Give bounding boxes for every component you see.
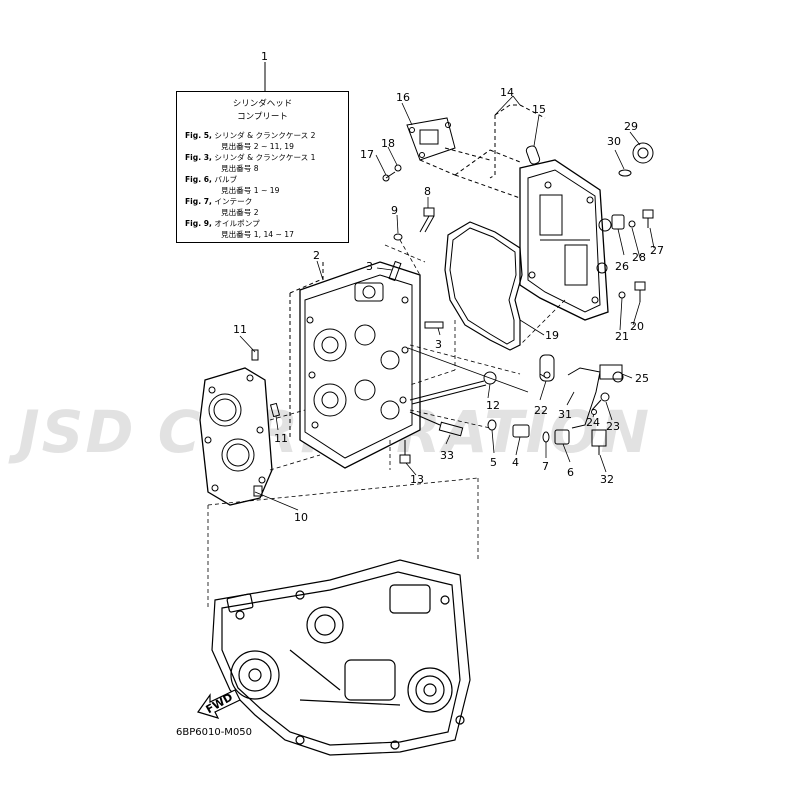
thermostat-6[interactable]	[554, 429, 570, 445]
sensor-32[interactable]	[591, 429, 607, 455]
ref-text: シリンダ & クランクケース 1	[214, 153, 316, 162]
diagram-code: 6BP6010-M050	[176, 727, 253, 738]
part-label-19: 19	[545, 329, 559, 342]
cover-gasket[interactable]	[444, 221, 523, 351]
ref-text: インテーク	[214, 197, 253, 206]
bolt-27[interactable]	[642, 209, 654, 228]
ref-text: シリンダ & クランクケース 2	[214, 131, 316, 140]
part-label-32: 32	[600, 473, 614, 486]
ref-line: Fig. 7, インテーク	[185, 196, 348, 207]
part-label-29: 29	[624, 120, 638, 133]
head-gasket[interactable]	[199, 367, 273, 506]
part-label-11a: 11	[233, 323, 247, 336]
pin-11b[interactable]	[269, 402, 281, 418]
pin-11a[interactable]	[251, 349, 259, 361]
assembly-info-box: シリンダヘッド コンプリート Fig. 5, シリンダ & クランクケース 2 …	[176, 91, 349, 243]
bracket-31[interactable]	[567, 367, 601, 429]
ref-sub: 見出番号 1, 14 ~ 17	[221, 230, 294, 239]
part-label-31: 31	[558, 408, 572, 421]
ref-line: Fig. 9, オイルポンプ	[185, 218, 348, 229]
head-cover[interactable]	[519, 159, 612, 321]
part-label-13: 13	[410, 473, 424, 486]
ref-line: Fig. 5, シリンダ & クランクケース 2	[185, 130, 348, 141]
part-label-28: 28	[632, 251, 646, 264]
part-label-11b: 11	[274, 432, 288, 445]
part-label-3a: 3	[366, 260, 373, 273]
part-label-23: 23	[606, 420, 620, 433]
part-label-15: 15	[532, 103, 546, 116]
washer-9[interactable]	[393, 233, 403, 241]
bolt-12[interactable]	[409, 371, 497, 405]
part-label-20: 20	[630, 320, 644, 333]
part-label-27: 27	[650, 244, 664, 257]
part-label-2: 2	[313, 249, 320, 262]
ref-sub: 見出番号 2	[221, 208, 259, 217]
gasket-28[interactable]	[628, 220, 636, 228]
part-label-24: 24	[586, 416, 600, 429]
ref-sub: 見出番号 2 ~ 11, 19	[221, 142, 294, 151]
bolt-15[interactable]	[525, 145, 541, 165]
leader-lines	[239, 95, 655, 511]
part-label-16: 16	[396, 91, 410, 104]
washer-5[interactable]	[487, 419, 497, 431]
assembly-guides	[207, 239, 566, 610]
plug-26[interactable]	[611, 214, 625, 230]
bolt-8[interactable]	[419, 207, 435, 233]
ref-line: Fig. 3, シリンダ & クランクケース 1	[185, 152, 348, 163]
washer-24[interactable]	[591, 409, 597, 415]
part-label-18: 18	[381, 137, 395, 150]
spark-plug-33[interactable]	[409, 411, 464, 437]
dowel-3a[interactable]	[388, 260, 402, 282]
oil-cap-29[interactable]	[632, 142, 654, 164]
part-label-33: 33	[440, 449, 454, 462]
bolt-13[interactable]	[399, 440, 411, 464]
cylinder-block	[211, 559, 471, 756]
part-label-26: 26	[615, 260, 629, 273]
part-label-17: 17	[360, 148, 374, 161]
part-label-9: 9	[391, 204, 398, 217]
part-label-22: 22	[534, 404, 548, 417]
part-label-4: 4	[512, 456, 519, 469]
dowel-3b[interactable]	[424, 321, 444, 329]
cylinder-head[interactable]	[299, 261, 421, 469]
part-label-21: 21	[615, 330, 629, 343]
ref-sub: 見出番号 8	[221, 164, 259, 173]
part-label-3b: 3	[435, 338, 442, 351]
switch-25[interactable]	[599, 364, 624, 383]
bracket-22[interactable]	[539, 354, 555, 382]
plug-4[interactable]	[512, 424, 530, 438]
washer-18[interactable]	[394, 164, 402, 172]
part-label-6: 6	[567, 466, 574, 479]
ref-fig: Fig. 6,	[185, 175, 212, 184]
ref-text: バルブ	[214, 175, 238, 184]
part-label-1: 1	[261, 50, 268, 63]
part-label-10: 10	[294, 511, 308, 524]
ref-fig: Fig. 5,	[185, 131, 212, 140]
bolt-23[interactable]	[591, 392, 610, 411]
fwd-label: FWD	[204, 691, 235, 717]
info-box-title-line2: コンプリート	[237, 112, 288, 122]
part-label-12: 12	[486, 399, 500, 412]
ref-fig: Fig. 9,	[185, 219, 212, 228]
part-label-7: 7	[542, 460, 549, 473]
part-label-14: 14	[500, 86, 514, 99]
gasket-7[interactable]	[542, 431, 550, 443]
ref-line: Fig. 6, バルブ	[185, 174, 348, 185]
bolt-20[interactable]	[634, 281, 646, 302]
part-label-30: 30	[607, 135, 621, 148]
ref-fig: Fig. 3,	[185, 153, 212, 162]
ref-text: オイルポンプ	[214, 219, 260, 228]
fwd-arrow-icon	[197, 689, 241, 719]
ref-fig: Fig. 7,	[185, 197, 212, 206]
washer-21[interactable]	[618, 291, 626, 299]
breather-plate[interactable]	[406, 117, 456, 161]
part-label-5: 5	[490, 456, 497, 469]
part-label-8: 8	[424, 185, 431, 198]
info-box-title-line1: シリンダヘッド	[232, 99, 293, 109]
info-box-references: Fig. 5, シリンダ & クランクケース 2 見出番号 2 ~ 11, 19…	[177, 130, 348, 240]
ref-sub: 見出番号 1 ~ 19	[221, 186, 280, 195]
o-ring-30[interactable]	[618, 169, 632, 177]
part-label-25: 25	[635, 372, 649, 385]
